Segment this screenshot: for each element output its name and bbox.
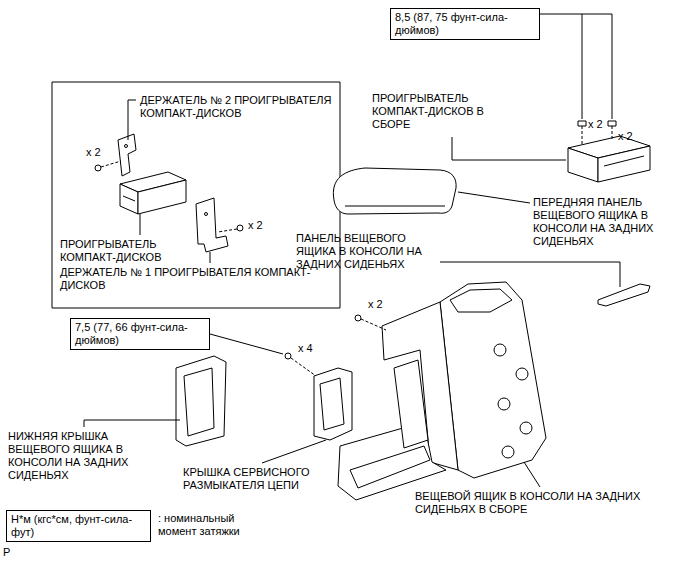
leader-line xyxy=(440,262,620,287)
part-name: : номинальный момент затяжки xyxy=(158,512,268,538)
node-text: 7,5 (77, 66 фунт-сила-дюймов) xyxy=(75,321,205,347)
leader-line xyxy=(128,100,136,140)
panel-detail xyxy=(345,206,445,207)
console-knob xyxy=(498,398,510,410)
plug-cover xyxy=(314,368,352,440)
quantity-label: x 2 xyxy=(86,146,101,159)
quantity-label: x 2 xyxy=(618,130,633,143)
dashed-line xyxy=(101,161,121,167)
bolt-symbol xyxy=(285,353,291,359)
console-knob xyxy=(494,344,506,356)
disc-slot xyxy=(123,196,135,201)
front-panel xyxy=(333,168,456,214)
node-text: Н*м (кгс*см, фунт-сила-фут) xyxy=(11,513,146,539)
quantity-label: x 2 xyxy=(248,219,263,232)
torque-box: 7,5 (77, 66 фунт-сила-дюймов) xyxy=(70,318,210,350)
part-name: ДЕРЖАТЕЛЬ № 1 ПРОИГРЫВАТЕЛЯ КОМПАКТ-ДИСК… xyxy=(60,266,335,292)
console-knob xyxy=(520,422,532,434)
dashed-line xyxy=(361,319,386,330)
bracket-hole xyxy=(205,213,208,216)
leader-line xyxy=(524,462,540,487)
holder-bracket xyxy=(196,198,228,252)
lower-cover xyxy=(176,356,226,446)
part-name: ПРОИГРЫВАТЕЛЬ КОМПАКТ-ДИСКОВ xyxy=(60,238,180,264)
holder-bracket xyxy=(118,134,136,176)
leader-line xyxy=(210,334,283,354)
cd-player xyxy=(120,184,138,214)
inset-frame xyxy=(52,82,340,308)
part-name: ПРОИГРЫВАТЕЛЬ КОМПАКТ-ДИСКОВ В СБОРЕ xyxy=(372,92,497,131)
leader-line xyxy=(452,137,566,160)
screw-symbol xyxy=(95,165,101,171)
part-name: ПАНЕЛЬ ВЕЩЕВОГО ЯЩИКА В КОНСОЛИ НА ЗАДНИ… xyxy=(296,232,436,271)
quantity-label: x 2 xyxy=(368,298,383,311)
part-name: ПЕРЕДНЯЯ ПАНЕЛЬ ВЕЩЕВОГО ЯЩИКА В КОНСОЛИ… xyxy=(533,196,683,248)
lower-cover-detail xyxy=(184,368,214,436)
leader-line xyxy=(540,14,612,119)
part-name: P xyxy=(3,546,10,559)
tray-recess xyxy=(350,446,430,488)
dashed-line xyxy=(582,126,583,146)
part-name: КРЫШКА СЕРВИСНОГО РАЗМЫКАТЕЛЯ ЦЕПИ xyxy=(183,466,333,492)
dashed-line xyxy=(291,358,316,376)
plug-cover-detail xyxy=(320,378,344,430)
screw-symbol xyxy=(355,315,361,321)
bracket-hole xyxy=(125,145,128,148)
node-text: 8,5 (87, 75 фунт-сила-дюймов) xyxy=(395,11,535,37)
torque-box: 8,5 (87, 75 фунт-сила-дюймов) xyxy=(390,8,540,40)
player-detail xyxy=(604,156,644,166)
cd-player xyxy=(138,180,186,214)
leader-line xyxy=(582,14,583,119)
part-name: ДЕРЖАТЕЛЬ № 2 ПРОИГРЫВАТЕЛЯ КОМПАКТ-ДИСК… xyxy=(140,94,335,120)
part-name: НИЖНЯЯ КРЫШКА ВЕЩЕВОГО ЯЩИКА В КОНСОЛИ Н… xyxy=(8,430,158,482)
leader-line xyxy=(140,214,141,235)
part-name: ВЕЩЕВОЙ ЯЩИК В КОНСОЛИ НА ЗАДНИХ СИДЕНЬЯ… xyxy=(415,490,675,516)
console-knob xyxy=(502,446,514,458)
cd-player-assembly xyxy=(598,146,650,182)
screw-symbol xyxy=(237,225,243,231)
leader-line xyxy=(210,252,211,263)
dashed-line xyxy=(218,229,237,232)
torque-box: Н*м (кгс*см, фунт-сила-фут) xyxy=(6,510,151,542)
dashed-line xyxy=(612,126,613,139)
quantity-label: x 2 xyxy=(588,118,603,131)
cd-player-assembly xyxy=(568,148,598,182)
leader-line xyxy=(262,440,326,463)
console-recess xyxy=(394,360,428,448)
box-panel xyxy=(598,284,650,306)
leader-line xyxy=(458,192,530,203)
quantity-label: x 4 xyxy=(298,342,313,355)
bolt-symbol xyxy=(578,121,586,126)
console-tray xyxy=(338,422,446,500)
bolt-symbol xyxy=(608,121,616,126)
console-knob xyxy=(516,368,528,380)
leader-line xyxy=(84,420,180,427)
console-opening xyxy=(450,289,512,312)
